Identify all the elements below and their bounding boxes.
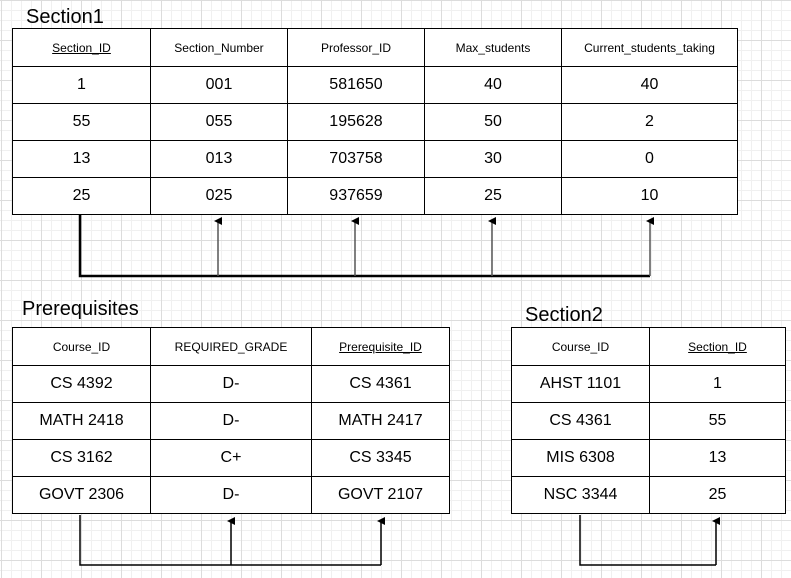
section1-bus-line <box>78 215 650 278</box>
table-cell: 50 <box>424 103 562 141</box>
table-cell: MIS 6308 <box>511 439 650 477</box>
prerequisites-bus-line <box>79 515 381 566</box>
table-cell: 001 <box>150 66 288 104</box>
table-cell: 013 <box>150 140 288 178</box>
table-row: AHST 1101 1 <box>511 365 786 403</box>
section1-header-row: Section_ID Section_Number Professor_ID M… <box>12 28 738 67</box>
section1-title: Section1 <box>26 6 104 28</box>
table-row: CS 4392 D- CS 4361 <box>12 365 450 403</box>
table-cell: CS 4361 <box>311 365 450 403</box>
table-row: MATH 2418 D- MATH 2417 <box>12 402 450 440</box>
section1-header-section-number: Section_Number <box>150 28 288 67</box>
table-row: GOVT 2306 D- GOVT 2107 <box>12 476 450 514</box>
prerequisites-header-prerequisite-id: Prerequisite_ID <box>311 327 450 366</box>
table-cell: 40 <box>424 66 562 104</box>
table-cell: D- <box>150 476 312 514</box>
section1-table: Section_ID Section_Number Professor_ID M… <box>12 28 738 215</box>
section1-header-max-students: Max_students <box>424 28 562 67</box>
table-row: CS 3162 C+ CS 3345 <box>12 439 450 477</box>
table-cell: 581650 <box>287 66 425 104</box>
table-cell: CS 3345 <box>311 439 450 477</box>
table-cell: 703758 <box>287 140 425 178</box>
table-cell: NSC 3344 <box>511 476 650 514</box>
table-cell: 13 <box>12 140 151 178</box>
section1-header-professor-id: Professor_ID <box>287 28 425 67</box>
table-cell: 055 <box>150 103 288 141</box>
table-cell: GOVT 2306 <box>12 476 151 514</box>
table-cell: 30 <box>424 140 562 178</box>
table-cell: 937659 <box>287 177 425 215</box>
table-cell: GOVT 2107 <box>311 476 450 514</box>
table-cell: 55 <box>649 402 786 440</box>
table-cell: 40 <box>561 66 738 104</box>
table-row: NSC 3344 25 <box>511 476 786 514</box>
table-cell: C+ <box>150 439 312 477</box>
section1-header-section-id: Section_ID <box>12 28 151 67</box>
table-row: MIS 6308 13 <box>511 439 786 477</box>
table-cell: CS 3162 <box>12 439 151 477</box>
table-row: CS 4361 55 <box>511 402 786 440</box>
prerequisites-header-required-grade: REQUIRED_GRADE <box>150 327 312 366</box>
table-cell: MATH 2417 <box>311 402 450 440</box>
table-cell: 13 <box>649 439 786 477</box>
table-cell: 195628 <box>287 103 425 141</box>
table-cell: D- <box>150 402 312 440</box>
table-cell: 1 <box>649 365 786 403</box>
section1-header-current-students: Current_students_taking <box>561 28 738 67</box>
section2-header-section-id: Section_ID <box>649 327 786 366</box>
section2-title: Section2 <box>525 304 603 326</box>
table-cell: 25 <box>424 177 562 215</box>
table-cell: 0 <box>561 140 738 178</box>
prerequisites-header-course-id: Course_ID <box>12 327 151 366</box>
prerequisites-title: Prerequisites <box>22 298 139 320</box>
table-cell: CS 4361 <box>511 402 650 440</box>
table-cell: 2 <box>561 103 738 141</box>
table-cell: 55 <box>12 103 151 141</box>
prerequisites-header-row: Course_ID REQUIRED_GRADE Prerequisite_ID <box>12 327 450 366</box>
table-cell: D- <box>150 365 312 403</box>
table-row: 55 055 195628 50 2 <box>12 103 738 141</box>
table-cell: 1 <box>12 66 151 104</box>
table-cell: 25 <box>12 177 151 215</box>
table-cell: AHST 1101 <box>511 365 650 403</box>
table-cell: 025 <box>150 177 288 215</box>
table-cell: 25 <box>649 476 786 514</box>
section2-bus-line <box>579 515 716 566</box>
prerequisites-table: Course_ID REQUIRED_GRADE Prerequisite_ID… <box>12 327 450 514</box>
table-cell: MATH 2418 <box>12 402 151 440</box>
table-row: 13 013 703758 30 0 <box>12 140 738 178</box>
table-row: 1 001 581650 40 40 <box>12 66 738 104</box>
table-row: 25 025 937659 25 10 <box>12 177 738 215</box>
section2-header-row: Course_ID Section_ID <box>511 327 786 366</box>
table-cell: 10 <box>561 177 738 215</box>
table-cell: CS 4392 <box>12 365 151 403</box>
section2-table: Course_ID Section_ID AHST 1101 1 CS 4361… <box>511 327 786 514</box>
section2-header-course-id: Course_ID <box>511 327 650 366</box>
